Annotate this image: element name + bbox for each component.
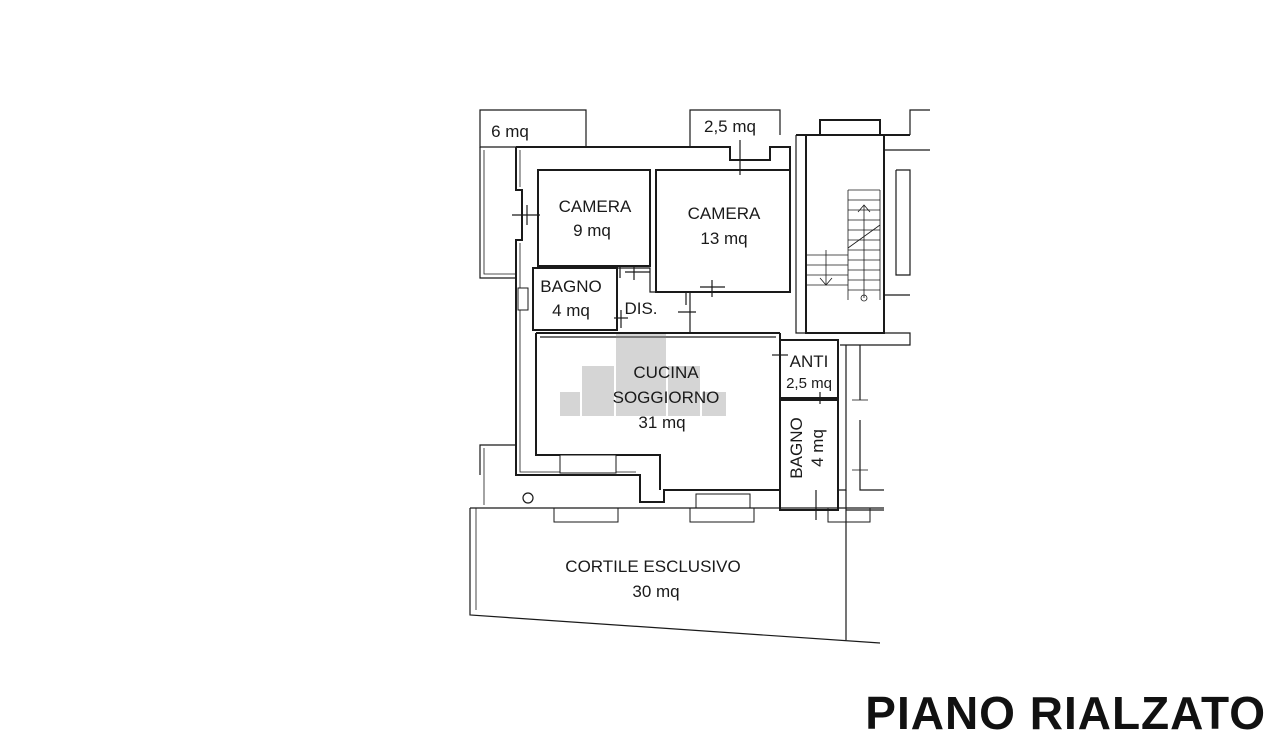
bagno-main-name: BAGNO: [540, 277, 601, 296]
camera-large-area: 13 mq: [700, 229, 747, 248]
anti-area: 2,5 mq: [786, 375, 832, 392]
camera-small-name: CAMERA: [559, 197, 632, 216]
room-camera-9: [512, 169, 651, 278]
terrace-top: [689, 109, 781, 147]
living-name-line2: SOGGIORNO: [613, 388, 720, 407]
camera-large-name: CAMERA: [688, 204, 761, 223]
room-anti: [772, 339, 839, 404]
terrace-left-area: 6 mq: [491, 122, 529, 141]
watermark-logo: [560, 334, 726, 416]
anti-name: ANTI: [790, 352, 829, 371]
floor-title: PIANO RIALZATO: [865, 687, 1266, 739]
outer-walls: [515, 146, 791, 503]
living-area: 31 mq: [638, 413, 685, 432]
bagno-second-name: BAGNO: [787, 417, 806, 478]
terrace-top-area: 2,5 mq: [704, 117, 756, 136]
terrace-left: [479, 109, 587, 279]
courtyard: [469, 444, 884, 644]
courtyard-name: CORTILE ESCLUSIVO: [565, 557, 740, 576]
room-bagno-main: [517, 267, 628, 331]
neighbor-walls: [859, 109, 930, 491]
bagno-second-area: 4 mq: [808, 429, 827, 467]
room-camera-13: [655, 140, 791, 297]
bagno-main-area: 4 mq: [552, 301, 590, 320]
windows-bottom: [522, 454, 871, 523]
camera-small-area: 9 mq: [573, 221, 611, 240]
staircase: [795, 119, 911, 346]
disimpegno-name: DIS.: [624, 299, 657, 318]
living-name-line1: CUCINA: [633, 363, 699, 382]
courtyard-area: 30 mq: [632, 582, 679, 601]
room-disimpegno: [617, 266, 696, 333]
